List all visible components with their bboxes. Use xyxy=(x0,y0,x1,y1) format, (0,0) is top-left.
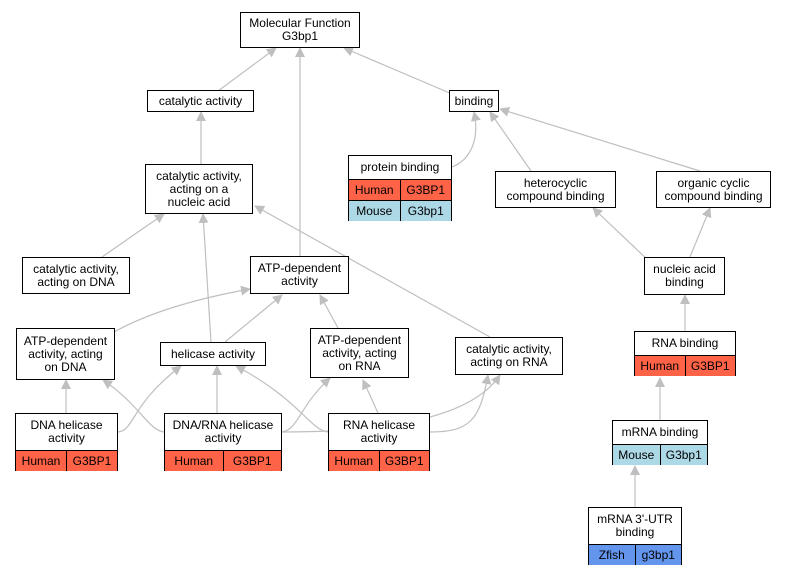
edge-catrna-to-catnucleic xyxy=(254,205,491,338)
node-label: DNA/RNA helicase activity xyxy=(172,418,274,445)
node-rna-helicase[interactable]: RNA helicase activity Human G3BP1 xyxy=(328,413,430,471)
edge-nucleic-to-organic xyxy=(689,207,712,258)
gene-cell: G3BP1 xyxy=(66,451,117,471)
edge-dnarnahel-to-atprna xyxy=(281,377,331,433)
species-row: Human G3BP1 xyxy=(165,450,281,471)
gene-cell: g3bp1 xyxy=(634,545,682,565)
node-catalytic-rna[interactable]: catalytic activity, acting on RNA xyxy=(455,337,563,375)
edge-rnahel-to-catrna xyxy=(429,374,492,433)
node-label: DNA helicase activity xyxy=(30,418,103,445)
node-atp-dependent[interactable]: ATP-dependent activity xyxy=(250,256,349,294)
node-label: heterocyclic compound binding xyxy=(506,175,605,203)
species-cell: Mouse xyxy=(618,448,655,462)
edge-organic-to-binding xyxy=(499,106,701,172)
node-label: RNA binding xyxy=(651,336,719,350)
node-mrna-binding[interactable]: mRNA binding Mouse G3bp1 xyxy=(612,420,708,465)
node-label: RNA helicase activity xyxy=(342,418,416,445)
node-label: catalytic activity, acting on RNA xyxy=(466,342,552,369)
species-row: Human G3BP1 xyxy=(635,355,735,376)
edge-protein-to-binding xyxy=(451,111,481,168)
node-label: organic cyclic compound binding xyxy=(664,175,763,203)
gene-cell: G3bp1 xyxy=(399,201,452,221)
node-organic-cyclic-binding[interactable]: organic cyclic compound binding xyxy=(656,171,771,208)
gene-cell: G3bp1 xyxy=(659,445,708,465)
node-rna-binding[interactable]: RNA binding Human G3BP1 xyxy=(634,331,736,376)
node-nucleic-acid-binding[interactable]: nucleic acid binding xyxy=(644,257,725,295)
edge-rnahel-to-atprna xyxy=(362,379,379,414)
node-label: Molecular Function G3bp1 xyxy=(249,16,351,43)
species-row: Mouse G3bp1 xyxy=(613,444,707,465)
node-catalytic-nucleic-acid[interactable]: catalytic activity, acting on a nucleic … xyxy=(145,164,253,214)
node-label: helicase activity xyxy=(170,346,256,361)
species-row: Human G3BP1 xyxy=(16,450,117,471)
edge-catalytic-to-mf xyxy=(217,47,277,92)
node-label: ATP-dependent activity, acting on RNA xyxy=(317,332,402,373)
species-cell: Mouse xyxy=(356,204,393,218)
node-helicase[interactable]: helicase activity xyxy=(160,342,266,366)
node-atp-dna[interactable]: ATP-dependent activity, acting on DNA xyxy=(16,328,115,380)
node-label: ATP-dependent activity, acting on DNA xyxy=(23,333,108,374)
node-catalytic-activity[interactable]: catalytic activity xyxy=(147,90,254,112)
species-cell: Human xyxy=(354,183,394,197)
node-label: binding xyxy=(454,93,494,108)
edge-catdna-to-catnucleic xyxy=(101,213,165,258)
node-mrna-3utr-binding[interactable]: mRNA 3'-UTR binding Zfish g3bp1 xyxy=(588,507,682,565)
edge-nucleic-to-hetero xyxy=(592,207,651,263)
node-catalytic-dna[interactable]: catalytic activity, acting on DNA xyxy=(22,257,130,294)
species-cell: Human xyxy=(174,454,214,468)
species-cell: Human xyxy=(640,359,680,373)
species-row: Mouse G3bp1 xyxy=(349,200,451,221)
node-binding[interactable]: binding xyxy=(449,90,499,112)
node-label: catalytic activity, acting on a nucleic … xyxy=(156,168,242,209)
species-cell: Human xyxy=(334,454,374,468)
edge-dnahel-to-helicase xyxy=(117,365,182,433)
species-cell: Human xyxy=(21,454,61,468)
edge-rnahel-to-helicase xyxy=(235,365,329,433)
gene-cell: G3BP1 xyxy=(684,356,736,376)
node-label: protein binding xyxy=(360,160,440,174)
gene-cell: G3BP1 xyxy=(378,451,430,471)
edge-hetero-to-binding xyxy=(489,111,532,172)
node-protein-binding[interactable]: protein binding Human G3BP1 Mouse G3bp1 xyxy=(348,155,452,221)
node-dna-helicase[interactable]: DNA helicase activity Human G3BP1 xyxy=(15,413,118,471)
edge-helicase-to-catnucleic xyxy=(198,213,212,343)
node-molecular-function[interactable]: Molecular Function G3bp1 xyxy=(240,12,360,48)
node-label: ATP-dependent activity xyxy=(257,261,342,288)
edge-atpdna-to-atpdep xyxy=(113,285,251,333)
node-dna-rna-helicase[interactable]: DNA/RNA helicase activity Human G3BP1 xyxy=(164,413,282,471)
node-label: catalytic activity xyxy=(158,93,243,108)
species-row: Human G3BP1 xyxy=(329,450,429,471)
species-row: Human G3BP1 xyxy=(349,179,451,200)
edge-binding-to-mf xyxy=(343,46,453,95)
node-label: mRNA 3'-UTR binding xyxy=(597,512,673,539)
node-atp-rna[interactable]: ATP-dependent activity, acting on RNA xyxy=(310,328,409,378)
node-label: catalytic activity, acting on DNA xyxy=(33,261,119,289)
edge-dnarnahel-to-atpdna xyxy=(102,379,165,433)
node-label: nucleic acid binding xyxy=(653,262,716,289)
gene-cell: G3BP1 xyxy=(222,451,282,471)
gene-cell: G3BP1 xyxy=(399,180,452,200)
edge-helicase-to-atpdep xyxy=(224,294,283,343)
edge-atprna-to-atpdep xyxy=(319,294,339,329)
node-heterocyclic-binding[interactable]: heterocyclic compound binding xyxy=(495,171,616,208)
species-cell: Zfish xyxy=(598,548,625,562)
node-label: mRNA binding xyxy=(621,425,699,439)
species-row: Zfish g3bp1 xyxy=(589,544,681,565)
